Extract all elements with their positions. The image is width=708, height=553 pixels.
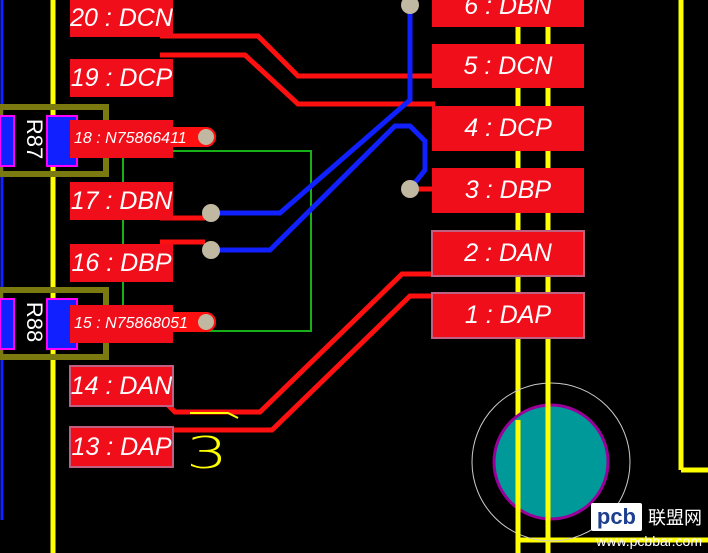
pad-2-label: 2 : DAN <box>464 239 552 267</box>
via-16[interactable] <box>202 241 220 259</box>
pad-5-label: 5 : DCN <box>463 51 553 80</box>
pad-15[interactable]: 15 : N75868051 <box>70 305 188 343</box>
via-17[interactable] <box>202 204 220 222</box>
trace-dcp[interactable] <box>160 52 435 107</box>
pad-5[interactable]: 5 : DCN <box>432 44 584 88</box>
via-15[interactable] <box>196 312 216 332</box>
pad-1[interactable]: 1 : DAP <box>431 292 585 339</box>
trace-dan[interactable] <box>163 271 435 415</box>
trace-dcn[interactable] <box>160 33 435 79</box>
annotation-number: 3 <box>186 428 228 479</box>
pad-20-label: 20 : DCN <box>70 4 173 32</box>
pad-19-label: 19 : DCP <box>70 63 173 92</box>
watermark-cn: 联盟网 <box>648 508 702 529</box>
pad-20[interactable]: 20 : DCN <box>70 0 173 37</box>
pad-14[interactable]: 14 : DAN <box>69 365 174 407</box>
pad-19[interactable]: 19 : DCP <box>70 59 173 97</box>
pad-6[interactable]: 6 : DBN <box>432 0 584 27</box>
pad-14-label: 14 : DAN <box>70 371 173 400</box>
mount-hole-keepout <box>471 382 631 542</box>
refdes-r87: R87 <box>22 118 48 160</box>
pad-2[interactable]: 2 : DAN <box>431 230 585 277</box>
mount-hole[interactable] <box>492 403 610 521</box>
via-6[interactable] <box>401 0 419 14</box>
pad-3-label: 3 : DBP <box>464 176 552 204</box>
watermark-brand: pcb <box>590 503 642 531</box>
pad-4[interactable]: 4 : DCP <box>432 106 584 151</box>
pad-6-label: 6 : DBN <box>464 0 552 20</box>
annotation-stroke <box>190 412 239 419</box>
watermark: pcb 联盟网 www.pcbbar.com <box>590 503 702 549</box>
resistor-pad-r87-a <box>0 115 15 167</box>
pad-18-label: 18 : N75866411 <box>74 130 187 147</box>
pad-13-label: 13 : DAP <box>71 432 172 461</box>
pad-15-label: 15 : N75868051 <box>74 315 188 332</box>
pad-4-label: 4 : DCP <box>464 114 552 142</box>
via-18[interactable] <box>196 127 216 147</box>
trace-dap[interactable] <box>165 293 435 433</box>
refdes-r88: R88 <box>22 301 48 343</box>
pad-17-label: 17 : DBN <box>70 186 173 215</box>
pad-13[interactable]: 13 : DAP <box>69 426 174 468</box>
component-outline <box>122 150 312 332</box>
via-group <box>196 0 419 332</box>
pad-16-label: 16 : DBP <box>71 248 172 277</box>
pad-18[interactable]: 18 : N75866411 <box>70 120 187 158</box>
pad-17[interactable]: 17 : DBN <box>70 182 173 220</box>
pad-1-label: 1 : DAP <box>464 301 552 329</box>
via-3[interactable] <box>401 180 419 198</box>
pad-3[interactable]: 3 : DBP <box>432 168 584 213</box>
resistor-pad-r88-a <box>0 298 15 350</box>
trace-dbn-bottom[interactable] <box>210 5 413 216</box>
watermark-url: www.pcbbar.com <box>596 533 702 549</box>
trace-dbp-bottom[interactable] <box>210 123 428 253</box>
pad-16[interactable]: 16 : DBP <box>70 244 173 282</box>
